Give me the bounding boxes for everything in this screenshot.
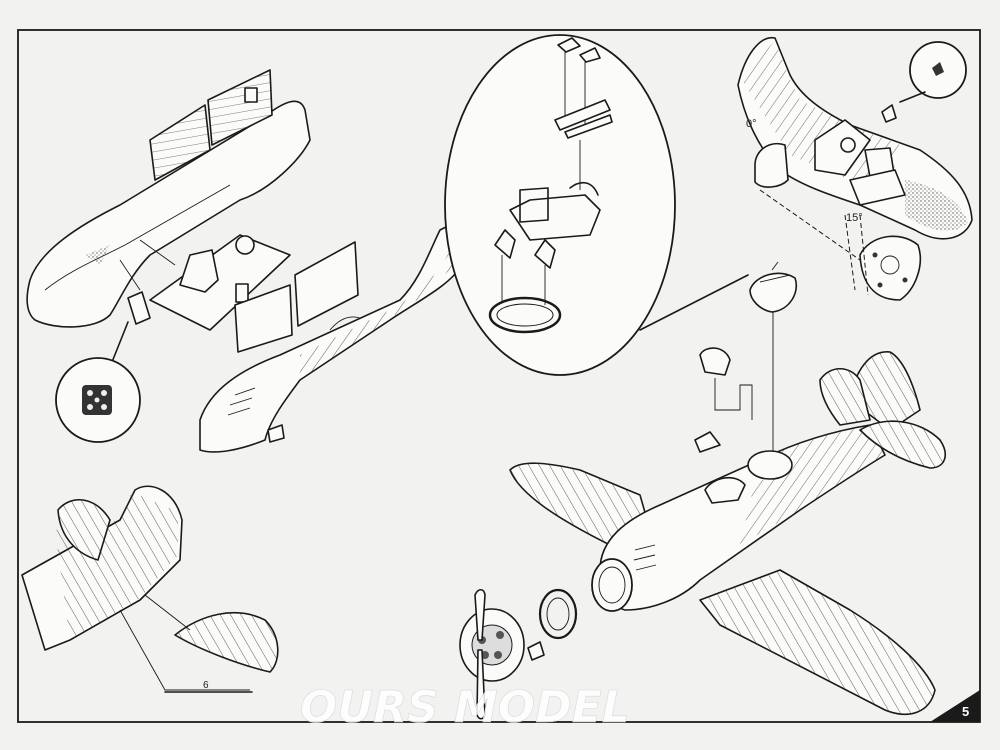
- rear-fuselage-cockpit-assembly: [737, 37, 973, 301]
- page-number-tab: [930, 690, 980, 722]
- page-number: 5: [962, 704, 969, 719]
- angle-label-zero: 0°: [746, 118, 757, 130]
- detail-callout-left: [55, 321, 141, 443]
- detail-callout-top-right: [881, 41, 967, 123]
- forward-fuselage-assembly: [199, 219, 463, 453]
- gunsight-part: [749, 261, 797, 455]
- part-number-label: 6: [203, 680, 209, 691]
- cockpit-interior-assembly: [26, 69, 311, 331]
- tail-assembly: [21, 485, 279, 693]
- angle-label-fifteen: 15°: [846, 212, 863, 224]
- main-aircraft-assembly: [459, 347, 946, 720]
- watermark-text: OURS MODEL: [300, 682, 630, 733]
- gunsight-detail-callout: [444, 34, 749, 376]
- page-border: [17, 29, 981, 723]
